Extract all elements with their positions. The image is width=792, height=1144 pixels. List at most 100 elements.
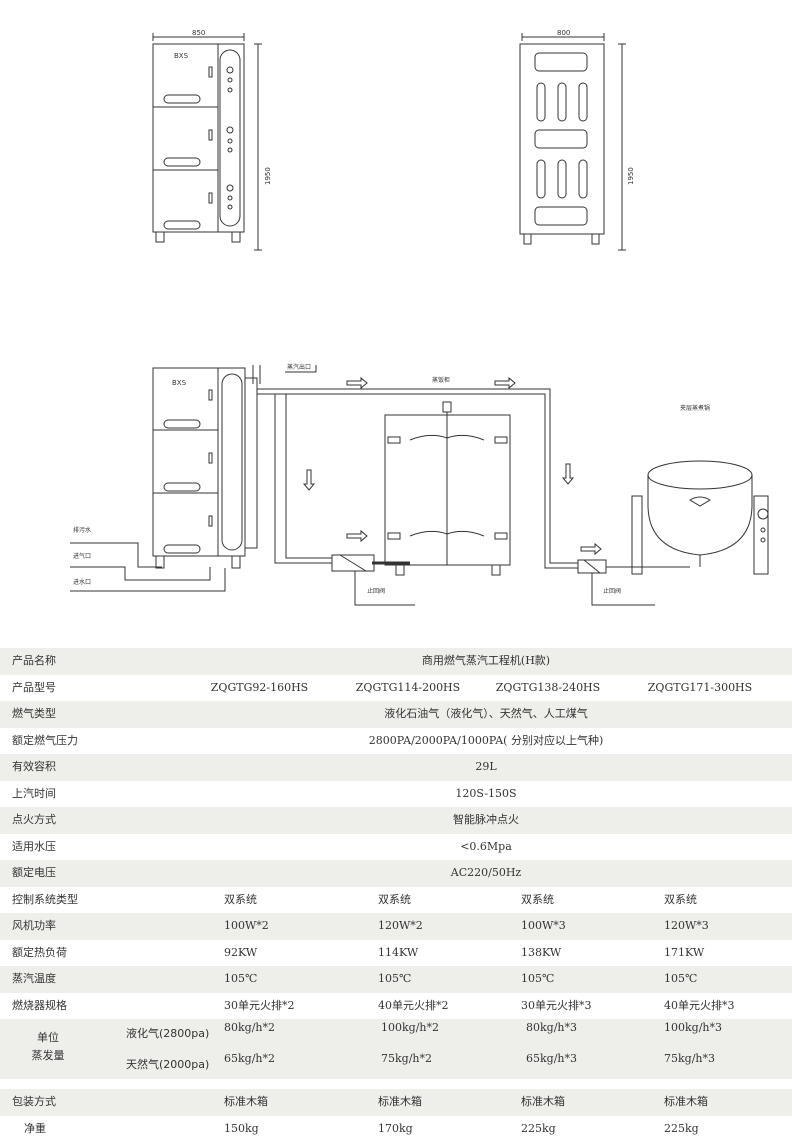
spec-label: 额定燃气压力 [12,733,78,747]
spec-row-gas-type: 燃气类型 液化石油气（液化气）、天然气、人工煤气 [0,701,792,728]
install-generator [152,367,258,569]
spec-cell: 120W*2 [378,919,423,932]
spec-row-ignition: 点火方式 智能脉冲点火 [0,807,792,834]
spec-cell: 65kg/h*2 [224,1052,275,1065]
spec-cell: 150kg [224,1121,259,1135]
model-4: ZQGTG171-300HS [647,680,753,694]
check-valve-label-1: 止回阀 [367,587,385,595]
spec-value: 2800PA/2000PA/1000PA( 分别对应以上气种) [368,733,604,747]
spec-value: 智能脉冲点火 [453,813,519,826]
spec-cell: 170kg [378,1121,413,1135]
spec-cell: 100kg/h*2 [381,1021,439,1034]
spec-value: 液化石油气（液化气）、天然气、人工煤气 [384,707,588,720]
spec-row-packing: 包装方式 标准木箱 标准木箱 标准木箱 标准木箱 [0,1089,792,1116]
spec-label: 上汽时间 [12,786,56,800]
spec-cell: 225kg [664,1121,699,1135]
steam-piping [252,365,578,569]
spec-label: 点火方式 [12,813,56,826]
spec-cell: 114KW [378,945,419,959]
spec-label: 净重 [24,1121,46,1135]
spec-row-heat-load: 额定热负荷 92KW 114KW 138KW 171KW [0,940,792,967]
spec-cell: 标准木箱 [521,1095,565,1108]
spec-cell: 标准木箱 [664,1095,708,1108]
front-width-label: 850 [192,29,205,37]
front-view [152,33,262,251]
spec-row-fan-power: 风机功率 100W*2 120W*2 100W*3 120W*3 [0,913,792,940]
spec-cell: 标准木箱 [224,1095,268,1108]
spec-cell: 105℃ [664,972,698,985]
spec-cell: 92KW [224,945,258,959]
side-height-label: 1950 [627,167,635,185]
spec-value: 29L [475,760,497,773]
spec-label: 额定热负荷 [12,945,67,959]
ng-label: 天然气(2000pa) [126,1058,210,1071]
spec-cell: 105℃ [224,972,258,985]
technical-drawing: 850 1950 BXS 800 1950 BXS 蒸汽出口 蒸饭柜 夹层蒸煮锅… [70,29,769,606]
spec-label: 蒸汽温度 [12,972,56,985]
spec-table: 产品名称 商用燃气蒸汽工程机(H款) 产品型号 ZQGTG92-160HS ZQ… [0,648,792,1142]
spec-label: 包装方式 [12,1095,56,1108]
spec-row-model: 产品型号 ZQGTG92-160HS ZQGTG114-200HS ZQGTG1… [0,675,792,702]
jacketed-kettle [631,460,769,575]
spec-row-volume: 有效容积 29L [0,754,792,781]
steam-cabinet [372,401,511,576]
spec-cell: 30单元火排*3 [521,998,592,1012]
spec-value: <0.6Mpa [460,839,512,853]
spec-value: 120S-150S [455,786,517,800]
spec-label: 控制系统类型 [12,892,78,906]
steam-output-label: 单位 蒸发量 [18,1029,78,1065]
model-1: ZQGTG92-160HS [210,680,309,694]
spec-cell: 105℃ [378,972,412,985]
spec-cell: 138KW [521,945,562,959]
spec-label: 风机功率 [12,919,56,932]
spec-cell: 30单元火排*2 [224,998,295,1012]
spec-value: 商用燃气蒸汽工程机(H款) [421,654,551,667]
spec-cell: 40单元火排*3 [664,998,735,1012]
spec-cell: 171KW [664,945,705,959]
spec-cell: 120W*3 [664,919,709,932]
steam-output-label-line2: 蒸发量 [31,1049,65,1062]
supply-lines [70,365,317,592]
spec-cell: 双系统 [378,892,411,906]
spec-cell: 75kg/h*3 [664,1052,715,1065]
spec-cell: 100W*3 [521,919,566,932]
spec-cell: 40单元火排*2 [378,998,449,1012]
spec-label: 燃气类型 [12,707,56,720]
spec-row-steam-output: 单位 蒸发量 液化气(2800pa) 80kg/h*2 100kg/h*2 80… [0,1019,792,1079]
install-brand-label: BXS [172,379,187,387]
steam-cabinet-label: 蒸饭柜 [432,376,450,384]
spec-cell: 100kg/h*3 [664,1021,722,1034]
spec-value: AC220/50Hz [450,866,522,879]
spec-label: 产品名称 [12,654,56,667]
front-brand-label: BXS [174,52,189,60]
spec-cell: 225kg [521,1121,556,1135]
spec-cell: 65kg/h*3 [526,1052,577,1065]
steam-outlet-label: 蒸汽出口 [287,363,311,371]
spec-cell: 80kg/h*2 [224,1021,275,1034]
spec-cell: 标准木箱 [378,1095,422,1108]
steam-output-label-line1: 单位 [37,1031,59,1044]
spec-cell: 105℃ [521,972,555,985]
side-view [519,33,626,251]
side-width-label: 800 [557,29,570,37]
spec-cell: 80kg/h*3 [526,1021,577,1034]
spec-row-steam-temp: 蒸汽温度 105℃ 105℃ 105℃ 105℃ [0,966,792,993]
spec-row-gas-pressure: 额定燃气压力 2800PA/2000PA/1000PA( 分别对应以上气种) [0,728,792,755]
jacketed-kettle-label: 夹层蒸煮锅 [680,404,710,412]
spec-cell: 双系统 [664,892,697,906]
drain-label: 排污水 [73,526,91,534]
spec-row-burner: 燃烧器规格 30单元火排*2 40单元火排*2 30单元火排*3 40单元火排*… [0,993,792,1020]
spec-row-water-pressure: 适用水压 <0.6Mpa [0,834,792,861]
model-2: ZQGTG114-200HS [355,680,461,694]
lpg-label: 液化气(2800pa) [126,1027,210,1040]
spec-cell: 双系统 [521,892,554,906]
spec-row-voltage: 额定电压 AC220/50Hz [0,860,792,887]
spec-row-control-system: 控制系统类型 双系统 双系统 双系统 双系统 [0,887,792,914]
spec-label: 有效容积 [12,760,56,773]
check-valve-label-2: 止回阀 [603,587,621,595]
front-height-label: 1950 [264,167,272,185]
spec-cell: 双系统 [224,892,257,906]
spec-row-product-name: 产品名称 商用燃气蒸汽工程机(H款) [0,648,792,675]
water-inlet-label: 进水口 [73,578,91,586]
spec-row-steam-time: 上汽时间 120S-150S [0,781,792,808]
